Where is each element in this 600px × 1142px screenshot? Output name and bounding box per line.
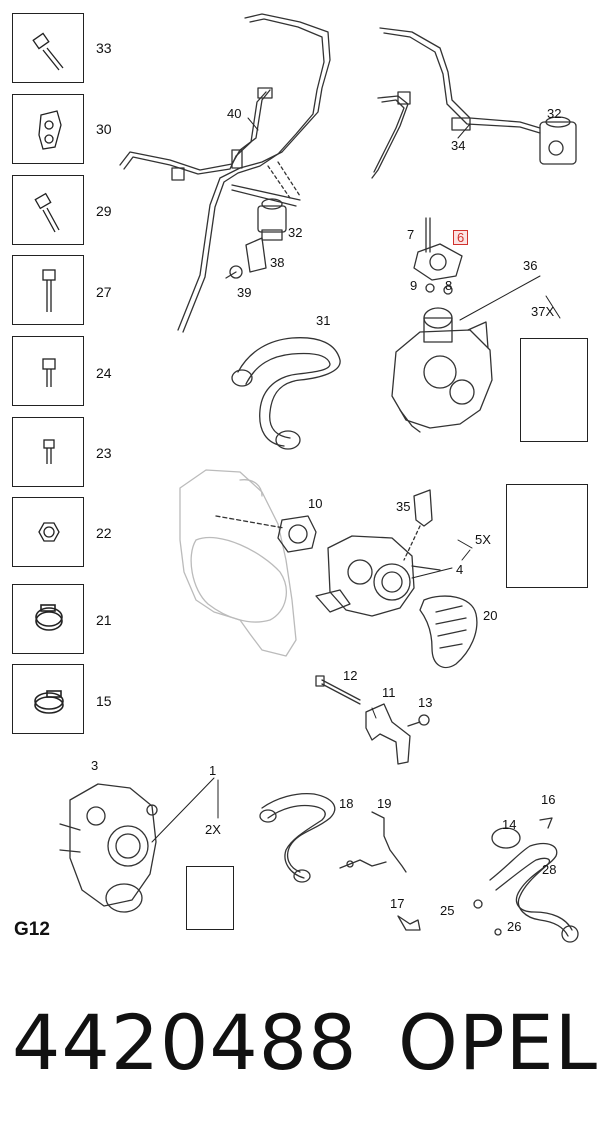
callout-17[interactable]: 17 (390, 896, 405, 911)
callout-20[interactable]: 20 (483, 608, 498, 623)
callout-40[interactable]: 40 (227, 106, 242, 121)
bolt-icon (32, 32, 64, 71)
callout-5x[interactable]: 5X (475, 532, 491, 547)
callout-11[interactable]: 11 (382, 685, 396, 700)
callout-37x[interactable]: 37X (531, 304, 555, 319)
part-box-33[interactable] (12, 13, 84, 83)
callout-31[interactable]: 31 (316, 313, 331, 328)
catalytic-converter (179, 469, 297, 657)
part-box-30[interactable] (12, 94, 84, 164)
vacuum-hose-assembly (119, 13, 331, 333)
part-box-15[interactable] (12, 664, 84, 734)
hose-18 (259, 792, 336, 883)
hose-clamp-icon (35, 604, 63, 631)
callout-10[interactable]: 10 (308, 496, 323, 511)
pipe-19 (339, 811, 407, 873)
callout-35[interactable]: 35 (396, 499, 411, 514)
callout-34[interactable]: 34 (451, 138, 466, 153)
callout-16[interactable]: 16 (541, 792, 556, 807)
part-label-27: 27 (96, 284, 112, 300)
leader-lines (151, 117, 561, 843)
part-box-27[interactable] (12, 255, 84, 325)
part-label-33: 33 (96, 40, 112, 56)
callout-32-right[interactable]: 32 (547, 106, 562, 121)
callout-2x[interactable]: 2X (205, 822, 221, 837)
bolt-icon (43, 439, 55, 464)
bolt-icon (42, 358, 56, 387)
callout-9[interactable]: 9 (410, 278, 418, 293)
part-label-21: 21 (96, 612, 112, 628)
callout-12[interactable]: 12 (343, 668, 358, 683)
part-box-29[interactable] (12, 175, 84, 245)
bracket-11 (365, 703, 430, 765)
intake-hose-31 (231, 337, 341, 450)
turbocharger-36 (391, 307, 493, 433)
callout-13[interactable]: 13 (418, 695, 433, 710)
pipe-28 (473, 817, 579, 943)
callout-26[interactable]: 26 (507, 919, 522, 934)
callout-36[interactable]: 36 (523, 258, 538, 273)
part-label-22: 22 (96, 525, 112, 541)
bracket-17 (397, 915, 421, 931)
kit-box-5x[interactable] (506, 484, 588, 588)
intake-hose-20 (419, 595, 478, 669)
kit-box-37x[interactable] (520, 338, 588, 442)
bolt-icon (34, 192, 60, 233)
part-label-24: 24 (96, 365, 112, 381)
solenoid-valve-left (225, 198, 287, 279)
part-box-22[interactable] (12, 497, 84, 567)
bolt-icon (42, 269, 56, 312)
callout-39[interactable]: 39 (237, 285, 252, 300)
part-box-21[interactable] (12, 584, 84, 654)
callout-1[interactable]: 1 (209, 763, 217, 778)
callout-14[interactable]: 14 (502, 817, 517, 832)
turbocharger-1 (59, 783, 158, 913)
kit-box-2x[interactable] (186, 866, 234, 930)
turbocharger-4 (315, 535, 441, 617)
bolt-12 (315, 675, 361, 705)
part-label-29: 29 (96, 203, 112, 219)
callout-3[interactable]: 3 (91, 758, 99, 773)
part-label-15: 15 (96, 693, 112, 709)
callout-7[interactable]: 7 (407, 227, 415, 242)
brand-name: OPEL (398, 998, 599, 1087)
vacuum-hose-right (371, 27, 577, 179)
nut-icon (38, 522, 60, 542)
part-box-23[interactable] (12, 417, 84, 487)
callout-6-highlighted[interactable]: 6 (453, 230, 469, 245)
part-label-30: 30 (96, 121, 112, 137)
callout-38[interactable]: 38 (270, 255, 285, 270)
callout-28[interactable]: 28 (542, 862, 557, 877)
callout-8[interactable]: 8 (445, 278, 453, 293)
bracket-35 (403, 489, 433, 561)
callout-25[interactable]: 25 (440, 903, 455, 918)
section-label: G12 (14, 919, 50, 940)
callout-18[interactable]: 18 (339, 796, 354, 811)
callout-4[interactable]: 4 (456, 562, 464, 577)
gasket-stud-set (413, 217, 463, 295)
callout-32[interactable]: 32 (288, 225, 303, 240)
part-box-24[interactable] (12, 336, 84, 406)
part-number: 4420488 (12, 998, 358, 1087)
bracket-icon (38, 110, 62, 150)
callout-19[interactable]: 19 (377, 796, 392, 811)
gasket-10 (215, 515, 317, 553)
part-label-23: 23 (96, 445, 112, 461)
hose-clamp-icon (34, 690, 64, 714)
